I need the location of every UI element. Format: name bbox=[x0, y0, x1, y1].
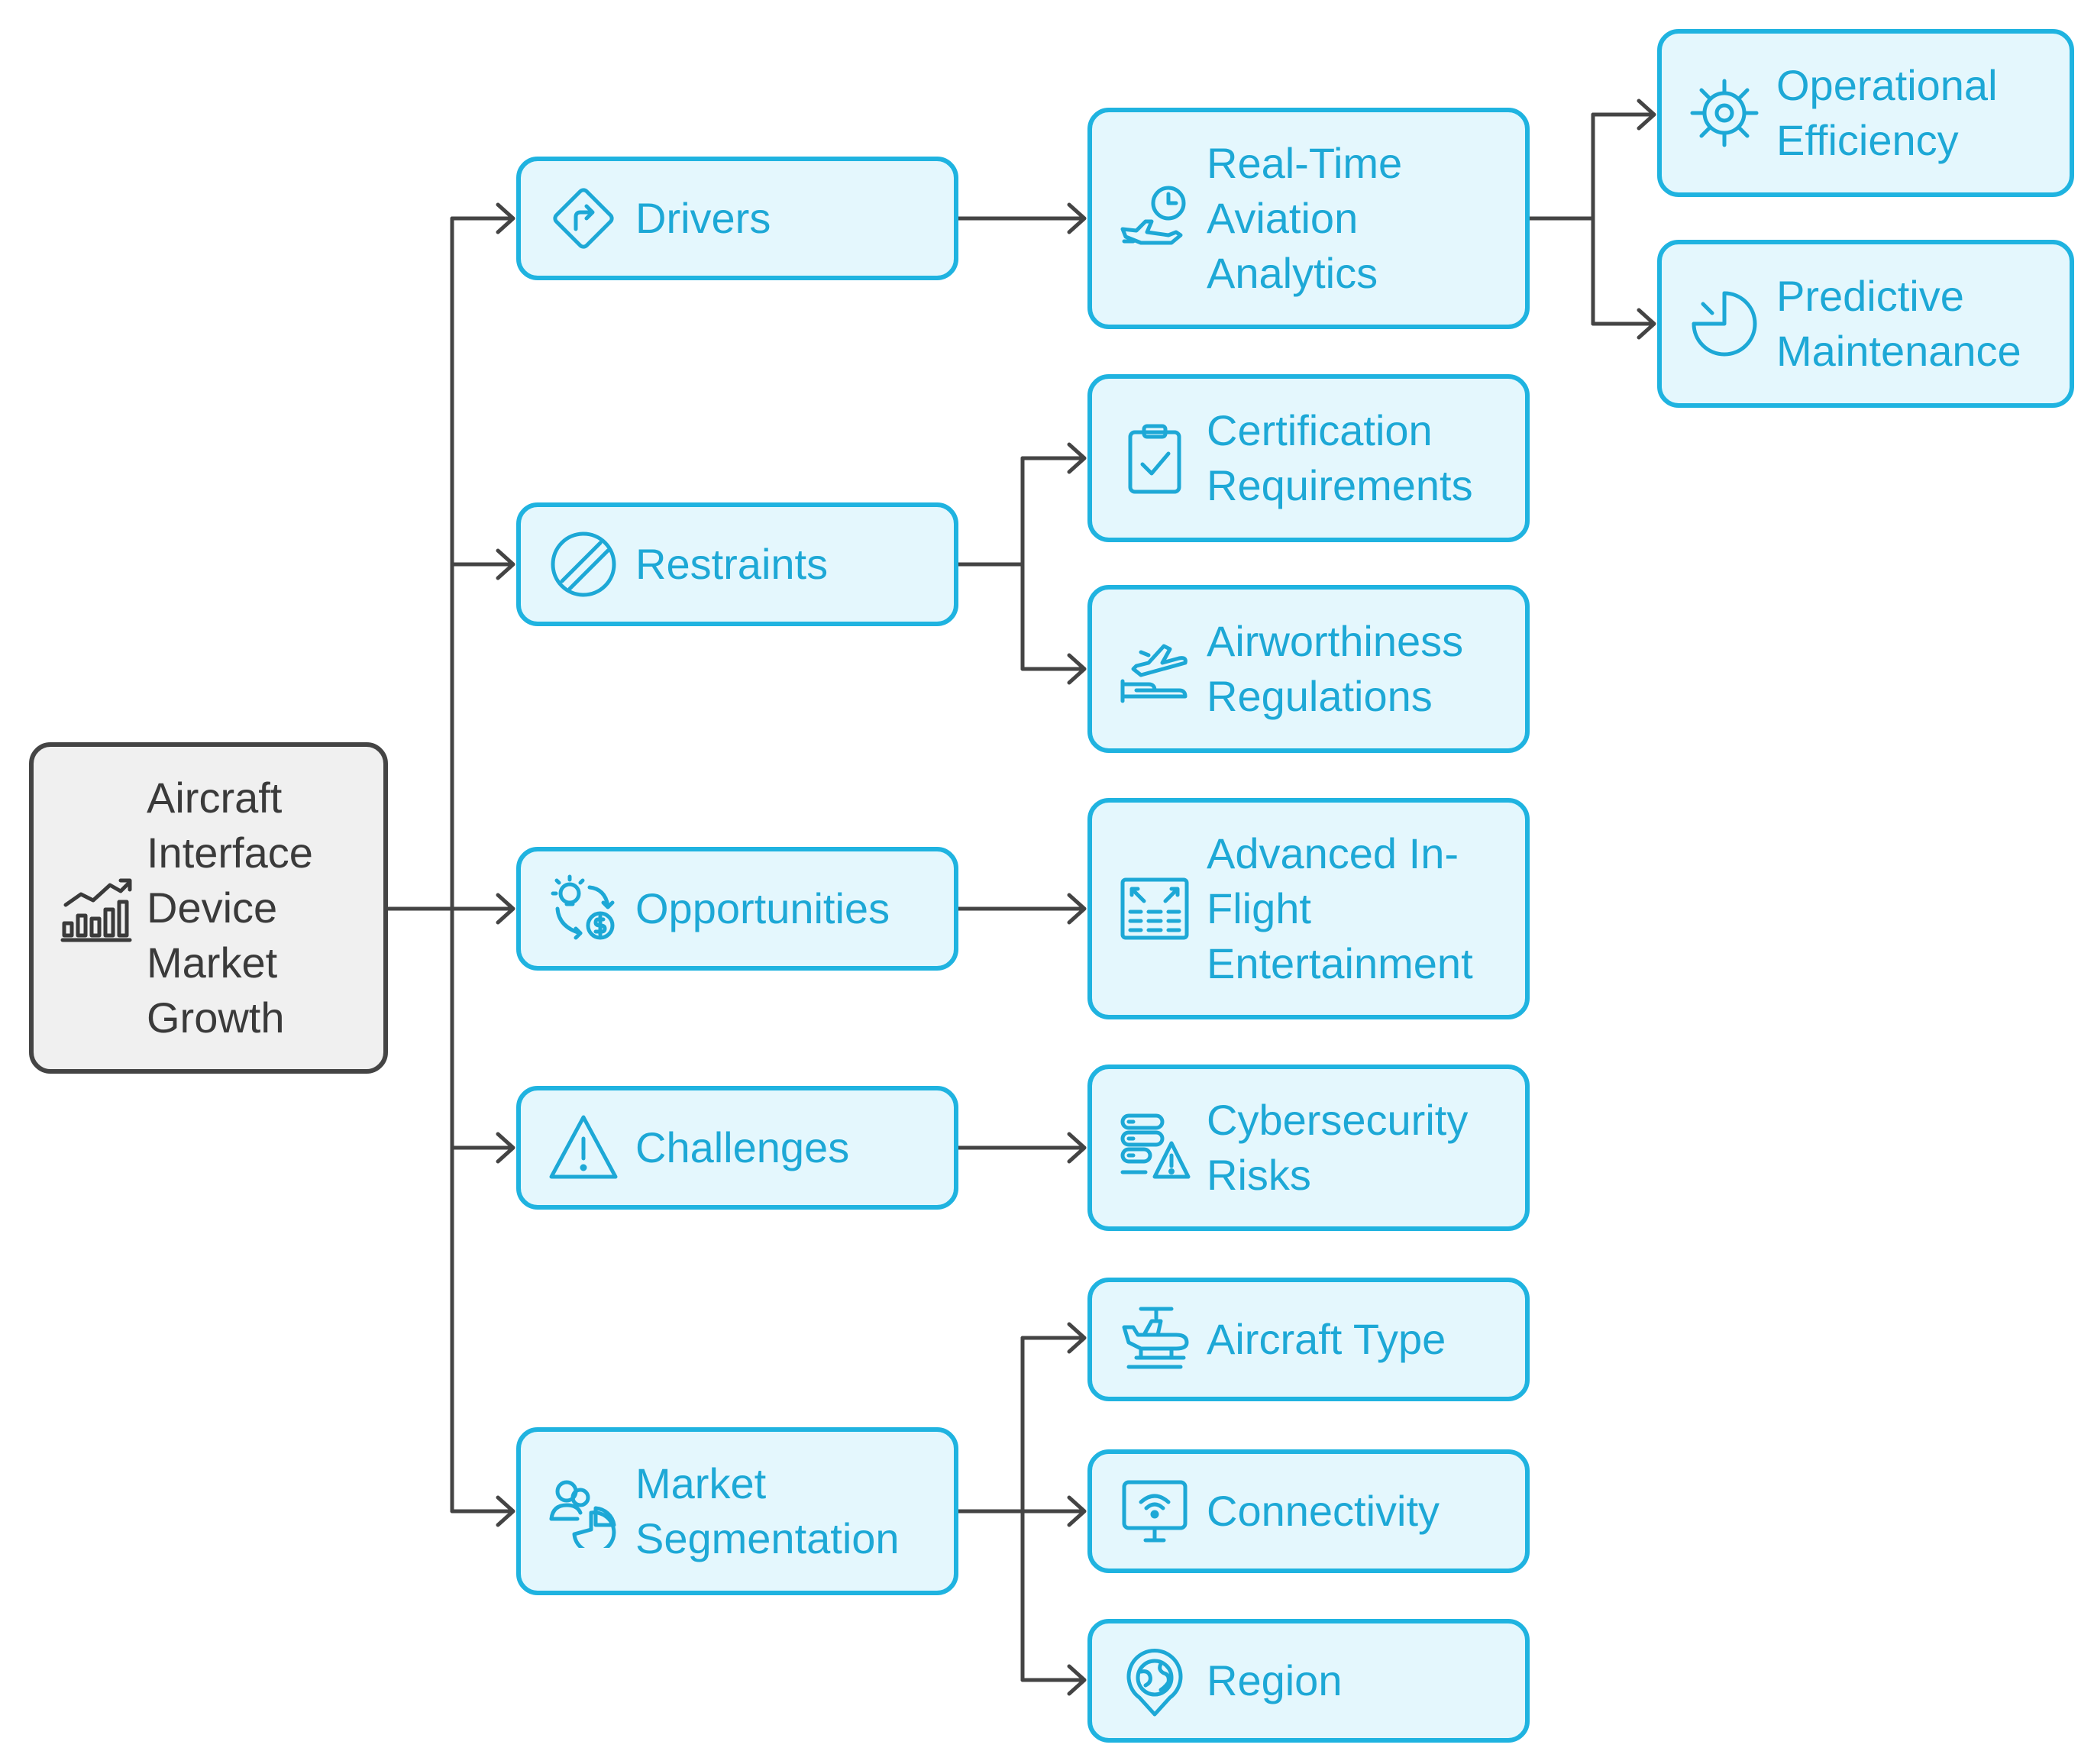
aircraft-type-label: Aircraft Type bbox=[1207, 1315, 1446, 1363]
predictive-node: Predictive Maintenance bbox=[1657, 240, 2074, 408]
connector-segmentation-connectivity bbox=[1020, 1495, 1087, 1527]
connector-analytics-predictive bbox=[1591, 308, 1656, 340]
inflight-label: Advanced In- Flight Entertainment bbox=[1207, 829, 1473, 987]
connector-opportunities-inflight bbox=[956, 893, 1087, 925]
plane-clock-icon bbox=[1120, 186, 1186, 245]
people-pie-icon bbox=[549, 1480, 616, 1548]
root-label: Aircraft Interface Device Market Growth bbox=[147, 774, 313, 1042]
connector-restraints-certification bbox=[1020, 442, 1087, 474]
region-label: Region bbox=[1207, 1656, 1343, 1704]
segmentation-label: Market Segmentation bbox=[635, 1459, 900, 1562]
turn-sign-icon bbox=[553, 188, 614, 249]
globe-pin-icon bbox=[1126, 1649, 1183, 1717]
pie-timer-icon bbox=[1692, 291, 1757, 357]
connector-root-restraints bbox=[450, 548, 515, 580]
challenges-node: Challenges bbox=[516, 1086, 958, 1210]
aircraft-type-node: Aircraft Type bbox=[1087, 1278, 1530, 1401]
server-warning-icon bbox=[1120, 1113, 1191, 1179]
seaplane-icon bbox=[1122, 1307, 1189, 1369]
cyber-label: Cybersecurity Risks bbox=[1207, 1096, 1469, 1199]
connector-root-drivers bbox=[450, 202, 515, 234]
drivers-label: Drivers bbox=[635, 194, 771, 242]
gear-icon bbox=[1690, 79, 1759, 147]
opportunities-label: Opportunities bbox=[635, 884, 890, 932]
connector-root-challenges bbox=[450, 1132, 515, 1164]
connector-restraints-airworthiness bbox=[1020, 653, 1087, 685]
connectivity-node: Connectivity bbox=[1087, 1449, 1530, 1573]
connector-analytics-branch bbox=[1527, 112, 1595, 326]
segmentation-node: Market Segmentation bbox=[516, 1427, 958, 1595]
growth-chart-icon bbox=[60, 878, 132, 942]
airworthiness-label: Airworthiness Regulations bbox=[1207, 617, 1464, 720]
certification-node: Certification Requirements bbox=[1087, 374, 1530, 542]
root-node: Aircraft Interface Device Market Growth bbox=[29, 742, 388, 1074]
restraints-label: Restraints bbox=[635, 540, 829, 588]
clipboard-check-icon bbox=[1128, 424, 1181, 494]
connector-analytics-operational bbox=[1591, 99, 1656, 131]
cyber-node: Cybersecurity Risks bbox=[1087, 1065, 1530, 1231]
connector-root-opportunities bbox=[450, 893, 515, 925]
airworthiness-node: Airworthiness Regulations bbox=[1087, 585, 1530, 753]
operational-node: Operational Efficiency bbox=[1657, 29, 2074, 197]
connector-segmentation-branch bbox=[956, 1336, 1025, 1682]
connector-root-segmentation bbox=[450, 1495, 515, 1527]
drivers-node: Drivers bbox=[516, 157, 958, 280]
connector-segmentation-aircraft-type bbox=[1020, 1322, 1087, 1354]
wifi-monitor-icon bbox=[1122, 1480, 1188, 1543]
certification-label: Certification Requirements bbox=[1207, 406, 1473, 509]
analytics-label: Real-Time Aviation Analytics bbox=[1207, 139, 1403, 297]
predictive-label: Predictive Maintenance bbox=[1776, 272, 2021, 375]
opportunities-node: Opportunities bbox=[516, 847, 958, 971]
idea-money-cycle-icon bbox=[551, 874, 615, 940]
plane-hand-icon bbox=[1120, 644, 1188, 703]
operational-label: Operational Efficiency bbox=[1776, 61, 1998, 164]
region-node: Region bbox=[1087, 1619, 1530, 1743]
connector-restraints-branch bbox=[956, 456, 1025, 671]
connector-drivers-analytics bbox=[956, 202, 1087, 234]
connectivity-label: Connectivity bbox=[1207, 1487, 1440, 1535]
connector-root-trunk bbox=[386, 216, 454, 1514]
connector-segmentation-region bbox=[1020, 1664, 1087, 1696]
connector-challenges-cyber bbox=[956, 1132, 1087, 1164]
restraints-node: Restraints bbox=[516, 502, 958, 626]
no-entry-icon bbox=[551, 531, 616, 597]
analytics-node: Real-Time Aviation Analytics bbox=[1087, 108, 1530, 329]
challenges-label: Challenges bbox=[635, 1123, 850, 1171]
screen-grid-icon bbox=[1120, 877, 1189, 940]
warning-icon bbox=[549, 1115, 618, 1179]
inflight-node: Advanced In- Flight Entertainment bbox=[1087, 798, 1530, 1019]
